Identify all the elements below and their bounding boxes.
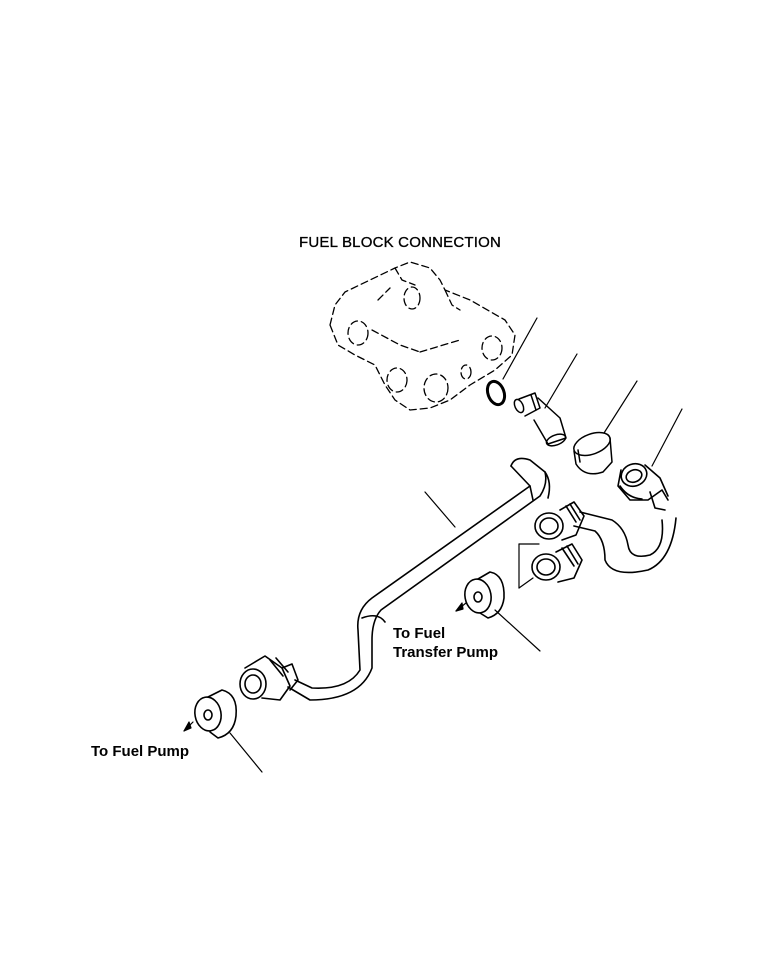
cap-transfer-pump: [464, 571, 505, 619]
cap-fuel-pump: [194, 689, 238, 739]
leader-cap-transfer: [494, 609, 541, 652]
fuel-line-branch: [573, 511, 677, 574]
label-transfer-line1: To Fuel: [393, 625, 446, 642]
label-to-fuel-pump: To Fuel Pump: [91, 743, 190, 760]
leader-cap-fuel: [229, 732, 263, 773]
elbow-fitting: [617, 462, 669, 511]
arrow-to-fuel-pump: [183, 721, 194, 732]
fuel-line-main: [287, 457, 551, 701]
leader-elbow: [651, 408, 683, 467]
leader-sleeve: [603, 380, 638, 434]
label-to-fuel-transfer-pump: To Fuel Transfer Pump: [393, 624, 498, 662]
fuel-block-outline: [329, 261, 516, 411]
arrow-to-transfer-pump: [455, 602, 467, 612]
o-ring: [485, 379, 507, 407]
sleeve: [573, 431, 613, 475]
leader-fittings-bracket: [518, 543, 540, 589]
diagram-title: FUEL BLOCK CONNECTION: [299, 234, 502, 251]
leader-adapter: [544, 353, 578, 409]
hose-fitting-upper: [534, 501, 585, 541]
hose-fitting-left: [239, 655, 299, 701]
leader-main-line: [424, 491, 456, 528]
hose-fitting-lower: [531, 543, 583, 583]
leader-oring: [502, 317, 538, 380]
label-transfer-line2: Transfer Pump: [393, 644, 499, 661]
adapter-fitting: [513, 392, 567, 447]
